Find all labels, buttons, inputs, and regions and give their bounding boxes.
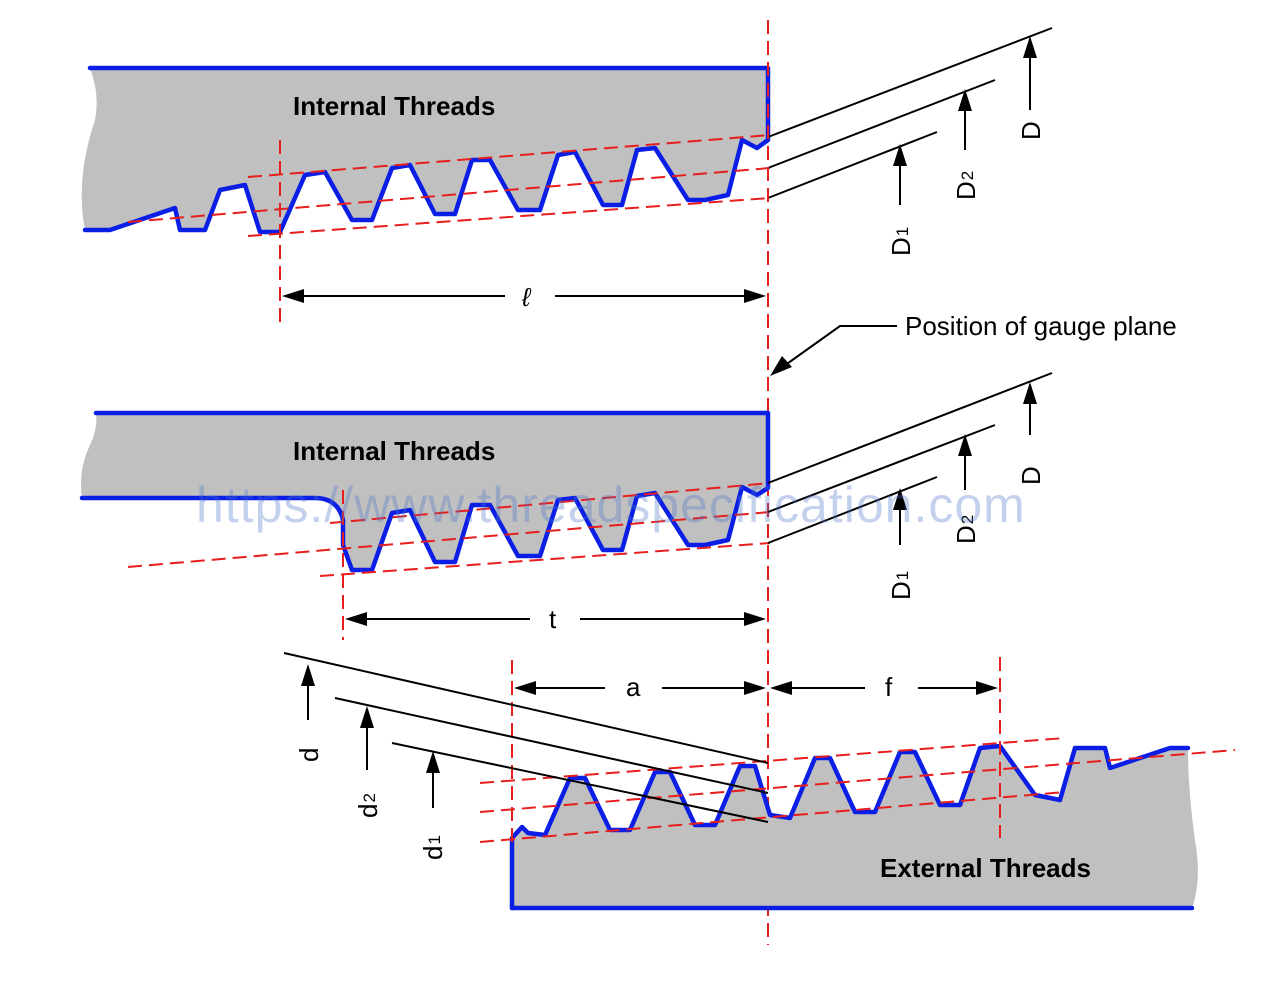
- gauge-plane-label: Position of gauge plane: [905, 311, 1177, 341]
- f-label: f: [885, 672, 893, 702]
- watermark: https://www.threadspecification.com: [196, 477, 1026, 533]
- major-dia-line-top: [247, 134, 771, 178]
- f-arrowhead-left: [770, 681, 792, 695]
- D1-label-mid: D1: [886, 571, 916, 600]
- gauge-plane-leader: [783, 325, 897, 367]
- major-dia-line-ext: [479, 737, 1066, 784]
- D-arrowhead-mid: [1023, 382, 1037, 404]
- D-label-mid: D: [1016, 466, 1046, 485]
- t-arrowhead-left: [345, 612, 367, 626]
- external-thread-body: [509, 743, 1198, 911]
- f-arrowhead-right: [976, 681, 998, 695]
- D1-extension-line-mid: [767, 476, 938, 544]
- a-label: a: [626, 672, 641, 702]
- d1-arrowhead: [426, 751, 440, 773]
- t-label: t: [549, 604, 557, 634]
- D1-arrowhead-mid: [893, 488, 907, 510]
- D2-label-mid: D2: [951, 515, 981, 544]
- D-extension-line-mid: [767, 372, 1053, 484]
- D2-arrowhead-top: [958, 89, 972, 111]
- a-arrowhead-right: [744, 681, 766, 695]
- D2-label-top: D2: [951, 171, 981, 200]
- pitch-dia-line-ext: [479, 749, 1236, 813]
- D1-label-top: D1: [886, 227, 916, 256]
- internal-threads-label-top: Internal Threads: [293, 91, 495, 121]
- internal-thread-top-body: [81, 65, 771, 235]
- l-label: ℓ: [521, 282, 532, 312]
- d2-arrowhead: [360, 706, 374, 728]
- major-dia-line-mid: [329, 482, 771, 524]
- a-arrowhead-left: [514, 681, 536, 695]
- d1-extension-line: [391, 742, 769, 823]
- d-arrowhead: [301, 664, 315, 686]
- external-threads-label: External Threads: [880, 853, 1091, 883]
- D1-arrowhead-top: [893, 144, 907, 166]
- d-label: d: [294, 748, 324, 762]
- minor-dia-line-top: [247, 197, 771, 237]
- minor-dia-line-mid: [319, 542, 771, 577]
- D2-arrowhead-mid: [958, 434, 972, 456]
- D2-extension-line-mid: [767, 424, 996, 513]
- internal-thread-mid-body: [79, 410, 771, 573]
- pitch-dia-line-top: [127, 167, 771, 223]
- d2-label: d2: [353, 793, 383, 818]
- minor-dia-line-ext: [479, 791, 1066, 843]
- pitch-dia-line-mid: [127, 511, 771, 568]
- internal-threads-label-mid: Internal Threads: [293, 436, 495, 466]
- D2-extension-line-top: [767, 79, 996, 169]
- d1-label: d1: [418, 835, 448, 860]
- D-label-top: D: [1016, 121, 1046, 140]
- d-extension-line: [283, 652, 769, 764]
- t-arrowhead-right: [744, 612, 766, 626]
- D-arrowhead-top: [1023, 36, 1037, 58]
- l-arrowhead-left: [282, 289, 304, 303]
- gauge-plane-arrowhead: [770, 356, 792, 376]
- d2-extension-line: [334, 697, 769, 794]
- l-arrowhead-right: [744, 289, 766, 303]
- D-extension-line-top: [767, 27, 1053, 138]
- D1-extension-line-top: [767, 131, 938, 199]
